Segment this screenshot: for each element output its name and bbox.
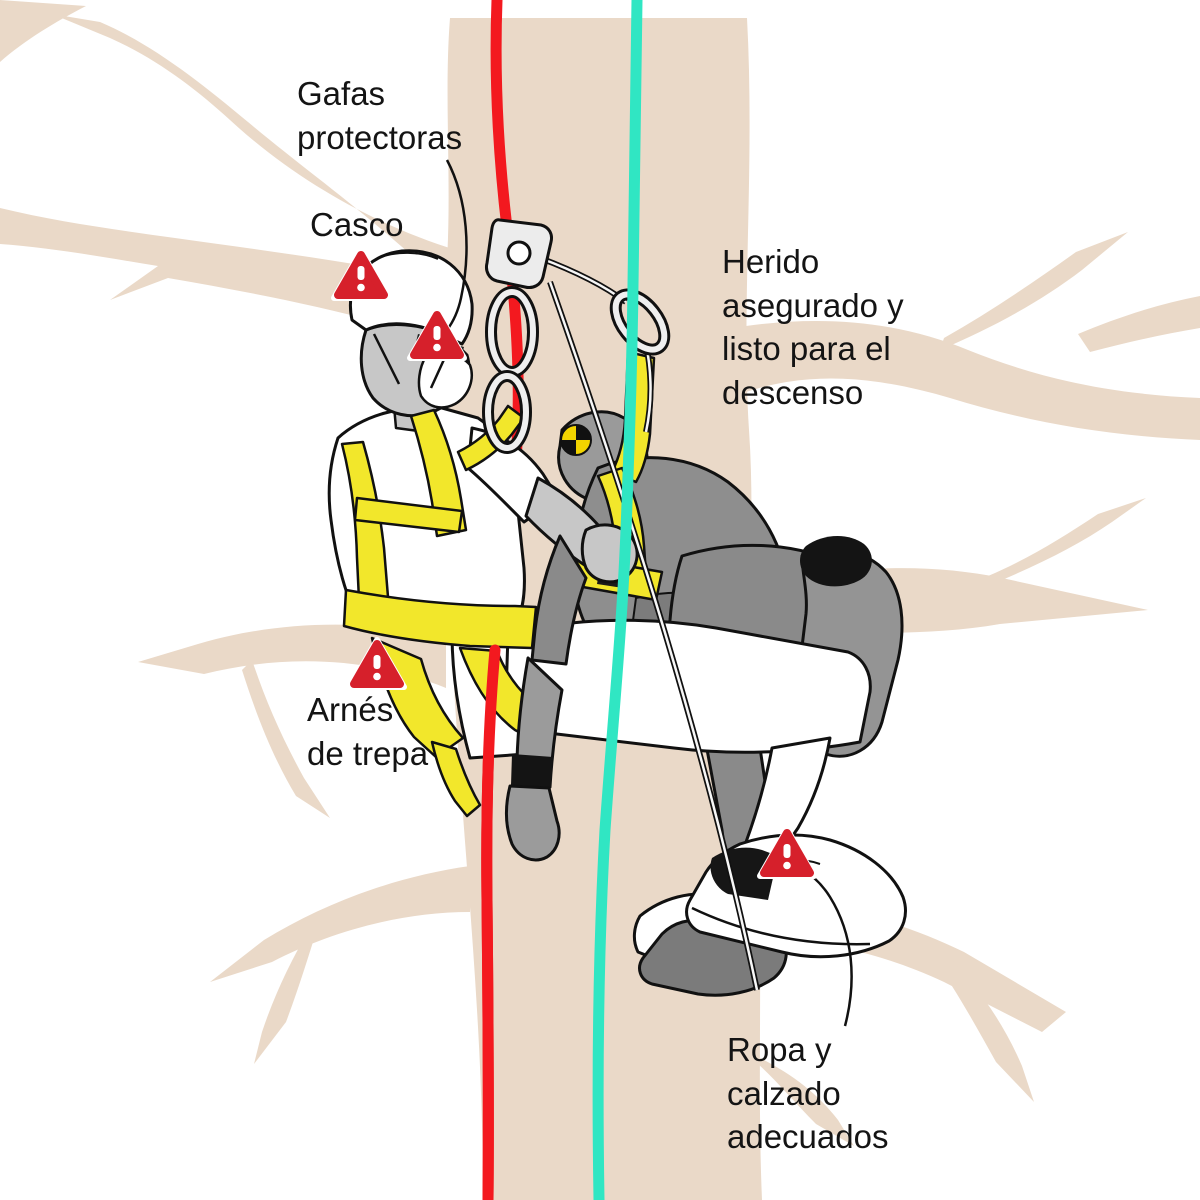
warning-icon-footwear <box>757 826 817 879</box>
label-harness-line: de trepa <box>307 734 429 772</box>
leader-line-goggles <box>445 159 468 331</box>
dummy-hanging-arm <box>505 534 588 862</box>
warning-icon-harness <box>347 637 407 690</box>
tree-branch <box>254 926 318 1064</box>
dummy-hip-joint <box>800 535 872 587</box>
tree-branch <box>210 866 470 982</box>
warning-icon-helmet <box>331 248 391 301</box>
label-goggles: Gafas protectoras <box>297 72 462 159</box>
label-harness-line: Arnés <box>307 691 394 728</box>
tree-branch <box>1078 296 1200 352</box>
rigging-hardware <box>482 218 760 991</box>
label-clothing: Ropa y calzado adecuados <box>727 1028 888 1159</box>
label-clothing-line: adecuados <box>727 1118 889 1156</box>
label-harness: Arnés de trepa <box>307 688 428 775</box>
label-helmet: Casco <box>310 203 404 247</box>
tree-branch <box>746 320 1200 440</box>
climbing-rope-red-lower <box>481 644 501 1200</box>
lowering-rope-teal <box>592 0 643 1200</box>
warning-icon-goggles <box>407 308 467 361</box>
tree-branch <box>242 660 330 818</box>
rescuer-sneaker-sole <box>691 906 871 946</box>
tree-branch <box>758 1058 854 1146</box>
label-clothing-line: calzado <box>727 1074 841 1112</box>
label-helmet-line: Casco <box>310 206 404 243</box>
rescuer <box>327 249 907 959</box>
crash-dummy-marker-icon <box>560 424 592 456</box>
tree-branch <box>932 952 1034 1102</box>
label-injured: Herido asegurado y listo para el descens… <box>722 240 904 414</box>
label-clothing-line: Ropa y <box>727 1031 832 1068</box>
tree-branch <box>0 208 452 344</box>
tree-branch <box>988 498 1146 580</box>
label-goggles-line: Gafas <box>297 75 386 112</box>
tree-branch <box>138 624 446 688</box>
carabiner-icon <box>482 370 532 454</box>
dummy-wrist-band <box>511 754 553 788</box>
label-injured-line: Herido <box>722 243 820 280</box>
label-goggles-line: protectoras <box>297 118 463 156</box>
pulley-wheel <box>506 240 532 266</box>
tree-branch <box>940 232 1128 350</box>
dummy-hand <box>505 784 561 862</box>
label-injured-line: descenso <box>722 373 864 411</box>
tree-branch <box>0 0 86 62</box>
label-injured-line: asegurado y <box>722 286 904 324</box>
dummy-upper-arm <box>530 534 588 666</box>
label-injured-line: listo para el <box>722 330 891 368</box>
lanyard-strap-core <box>548 281 759 991</box>
helmet-ridge <box>377 251 439 260</box>
carabiner-icon <box>609 288 671 356</box>
